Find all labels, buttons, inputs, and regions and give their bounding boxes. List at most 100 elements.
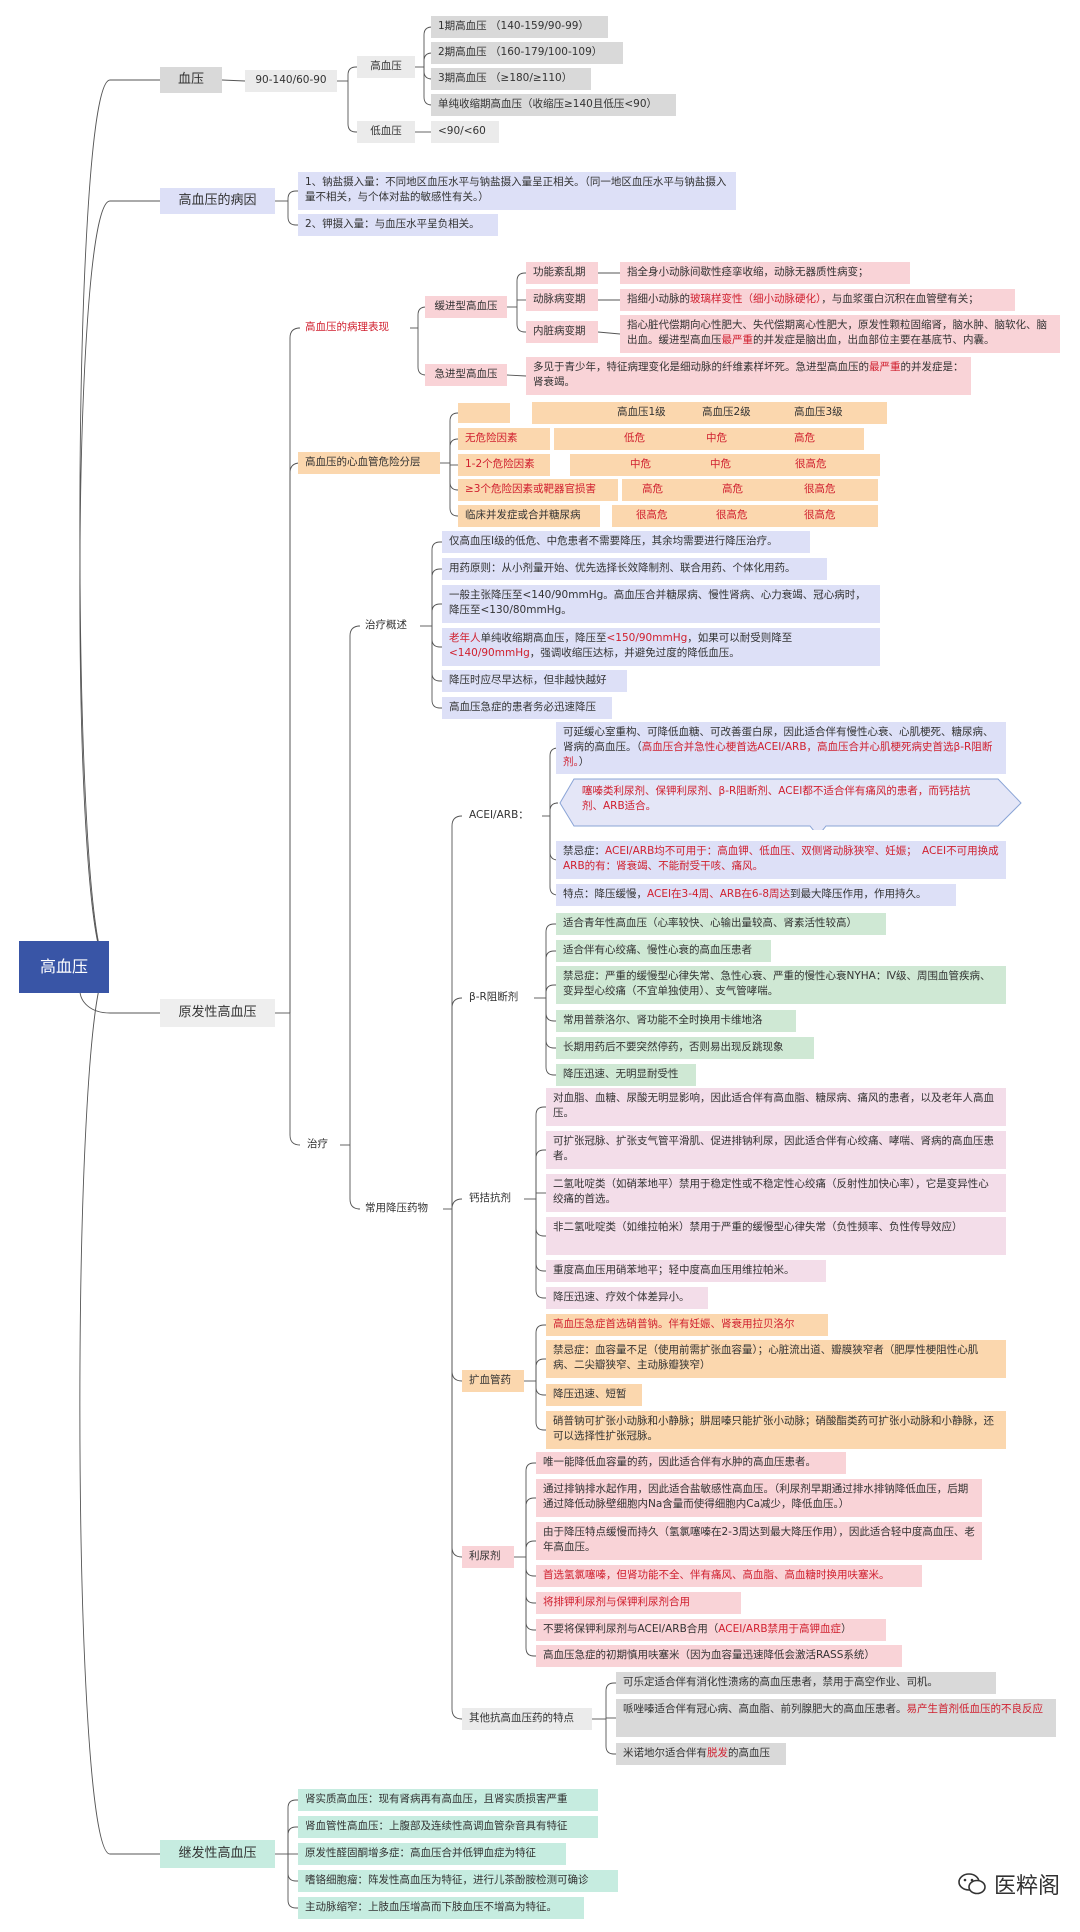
acute-type-node: 急进型高血压 xyxy=(425,364,507,386)
acei-gout-callout: 噻嗪类利尿剂、保钾利尿剂、β-R阻断剂、ACEI都不适合伴有痛风的患者，而钙拮抗… xyxy=(582,785,971,813)
beta-blocker-node: β-R阻断剂 xyxy=(469,991,519,1003)
connector-line xyxy=(545,998,556,1076)
risk-cell: 很高危 xyxy=(795,458,827,470)
connector-line xyxy=(287,1854,298,1909)
connector-line xyxy=(535,1381,546,1431)
risk-cell: 中危 xyxy=(630,458,651,470)
bp-stage-2: 2期高血压 （160-179/100-109） xyxy=(431,42,623,64)
connector-line xyxy=(516,307,526,333)
acei-contraindications: 禁忌症：ACEI/ARB均不可用于：高血钾、低血压、双侧肾动脉狭窄、妊娠； AC… xyxy=(556,841,1006,879)
secondary-item-5: 主动脉缩窄：上肢血压增高而下肢血压不增高为特征。 xyxy=(298,1897,584,1919)
treatment-overview-node: 治疗概述 xyxy=(365,619,407,631)
connector-line xyxy=(535,1381,546,1396)
slow-stage-3-desc: 指心脏代偿期向心性肥大、失代偿期离心性肥大，原发性颗粒固缩肾，脑水肿、脑软化、脑… xyxy=(620,315,1060,353)
diur-item-5: 将排钾利尿剂与保钾利尿剂合用 xyxy=(536,1592,741,1614)
bp-node: 血压 xyxy=(160,67,222,93)
connector-line xyxy=(535,1358,546,1381)
connector-line xyxy=(506,374,527,377)
slow-stage-2-desc: 指细小动脉的玻璃样变性（细小动脉硬化），与血浆蛋白沉积在血管壁有关； xyxy=(620,289,1015,311)
diur-item-2: 通过排钠排水起作用，因此适合盐敏感性高血压。（利尿剂早期通过排水排钠降低血压，后… xyxy=(536,1479,982,1517)
vaso-item-1: 高血压急症首选硝普钠。伴有妊娠、肾衰用拉贝洛尔 xyxy=(546,1314,828,1336)
overview-item-1: 仅高血压Ⅰ级的低危、中危患者不需要降压，其余均需要进行降压治疗。 xyxy=(442,531,810,553)
vaso-item-4: 硝普钠可扩张小动脉和小静脉；肼屈嗪只能扩张小动脉；硝酸酯类药可扩张小动脉和小静脉… xyxy=(546,1411,1006,1449)
vaso-item-3: 降压迅速、短暂 xyxy=(546,1384,642,1406)
acute-type-desc: 多见于青少年，特征病理变化是细动脉的纤维素样坏死。急进型高血压的最严重的并发症是… xyxy=(526,357,971,395)
beta-item-6: 降压迅速、无明显耐受性 xyxy=(556,1064,696,1086)
connector-line xyxy=(525,1557,536,1631)
diuretic-node: 利尿剂 xyxy=(462,1546,514,1568)
connector-line xyxy=(289,462,301,1013)
connector-line xyxy=(535,1324,546,1381)
ccb-node: 钙拮抗剂 xyxy=(469,1192,511,1204)
wechat-icon xyxy=(958,1872,988,1896)
overview-item-3: 一般主张降压至<140/90mmHg。高血压合并糖尿病、慢性肾病、心力衰竭、冠心… xyxy=(442,585,880,623)
connector-line xyxy=(535,1149,546,1199)
beta-item-5: 长期用药后不要突然停药，否则易出现反跳现象 xyxy=(556,1037,814,1059)
vasodilator-node: 扩血管药 xyxy=(462,1370,524,1392)
risk-row-1-label: 无危险因素 xyxy=(458,428,550,450)
slow-stage-1-label: 功能紊乱期 xyxy=(526,262,598,284)
risk-row-3-values: 高危 高危 很高危 xyxy=(622,479,878,501)
connector-line xyxy=(287,190,298,201)
connector-line xyxy=(545,998,556,1022)
bp-normal-range: 90-140/60-90 xyxy=(245,70,337,92)
risk-cell: 中危 xyxy=(710,458,731,470)
risk-cell: 高危 xyxy=(722,483,743,495)
connector-line xyxy=(449,412,459,463)
connector-line xyxy=(79,966,160,1855)
connector-line xyxy=(221,79,246,82)
risk-cell: 高危 xyxy=(642,483,663,495)
slow-type-node: 缓进型高血压 xyxy=(425,296,507,318)
connector-line xyxy=(605,1719,616,1755)
secondary-item-1: 肾实质高血压：现有肾病再有高血压，且肾实质损害严重 xyxy=(298,1789,598,1811)
overview-item-4: 老年人单纯收缩期高血压，降压至<150/90mmHg，如果可以耐受则降至<140… xyxy=(442,628,880,666)
beta-item-1: 适合青年性高血压（心率较快、心输出量较高、肾素活性较高） xyxy=(556,913,886,935)
bp-isolated-systolic: 单纯收缩期高血压（收缩压≥140且低压<90） xyxy=(431,94,676,116)
connector-line xyxy=(287,1854,298,1882)
diur-item-1: 唯一能降低血容量的药，因此适合伴有水肿的高血压患者。 xyxy=(536,1452,846,1474)
pathology-node: 高血压的病理表现 xyxy=(305,321,389,333)
connector-line xyxy=(605,1682,616,1719)
risk-stratification-node: 高血压的心血管危险分层 xyxy=(298,452,440,474)
risk-header-row: 高血压1级 高血压2级 高血压3级 xyxy=(532,402,887,424)
bp-stage-3: 3期高血压 （≥180/≥110） xyxy=(431,68,591,90)
connector-line xyxy=(349,625,361,1145)
connector-line xyxy=(287,1826,298,1854)
connector-line xyxy=(525,1557,536,1577)
ccb-item-6: 降压迅速、疗效个体差异小。 xyxy=(546,1287,708,1309)
beta-item-2: 适合伴有心绞痛、慢性心衰的高血压患者 xyxy=(556,940,771,962)
risk-row-2-values: 中危 中危 很高危 xyxy=(570,454,880,476)
connector-line xyxy=(545,950,556,998)
risk-cell: 中危 xyxy=(706,432,727,444)
connector-line xyxy=(449,438,459,463)
ccb-item-2: 可扩张冠脉、扩张支气管平滑肌、促进排钠利尿，因此适合伴有心绞痛、哮喘、肾病的高血… xyxy=(546,1131,1006,1169)
beta-item-3: 禁忌症：严重的缓慢型心律失常、急性心衰、严重的慢性心衰NYHA：Ⅳ级、周围血管疾… xyxy=(556,966,1006,1004)
connector-line xyxy=(347,66,357,81)
connector-line xyxy=(545,923,556,998)
diur-item-7: 高血压急症的初期慎用呋塞米（因为血容量迅速降低会激活RASS系统） xyxy=(536,1645,902,1667)
diur-item-4: 首选氢氯噻嗪，但肾功能不全、伴有痛风、高血脂、高血糖时换用呋塞米。 xyxy=(536,1565,922,1587)
ccb-item-4: 非二氢吡啶类（如维拉帕米）禁用于严重的缓慢型心律失常（负性频率、负性传导效应） xyxy=(546,1217,1006,1255)
connector-line xyxy=(289,1013,301,1146)
overview-item-2: 用药原则：从小剂量开始、优先选择长效降制剂、联合用药、个体化用药。 xyxy=(442,558,827,580)
diur-item-3: 由于降压特点缓慢而持久（氢氯噻嗪在2-3周达到最大降压作用），因此适合轻中度高血… xyxy=(536,1522,982,1560)
other-item-2: 哌唑嗪适合伴有冠心病、高血脂、前列腺肥大的高血压患者。易产生首剂低血压的不良反应 xyxy=(616,1699,1056,1737)
connector-line xyxy=(79,200,160,968)
bp-stage-1: 1期高血压 （140-159/90-99） xyxy=(431,16,608,38)
risk-cell: 高危 xyxy=(794,432,815,444)
risk-cell: 低危 xyxy=(624,432,645,444)
common-drugs-node: 常用降压药物 xyxy=(365,1202,428,1214)
acei-features: 特点：降压缓慢，ACEI在3-4周、ARB在6-8周达到最大降压作用，作用持久。 xyxy=(556,884,956,906)
connector-line xyxy=(287,1799,298,1854)
root-node: 高血压 xyxy=(19,941,109,993)
risk-row-1-values: 低危 中危 高危 xyxy=(554,428,864,450)
connector-line xyxy=(431,568,442,626)
connector-line xyxy=(289,327,301,1013)
ccb-item-5: 重度高血压用硝苯地平；轻中度高血压用维拉帕米。 xyxy=(546,1260,826,1282)
risk-row-4-label: 临床并发症或合并糖尿病 xyxy=(458,505,600,527)
cause-potassium: 2、钾摄入量：与血压水平呈负相关。 xyxy=(298,214,498,236)
risk-row-2-label: 1-2个危险因素 xyxy=(458,454,550,476)
connector-line xyxy=(549,802,559,816)
risk-header-grade-1: 高血压1级 xyxy=(617,406,666,418)
acei-callout-shape xyxy=(559,778,1022,830)
